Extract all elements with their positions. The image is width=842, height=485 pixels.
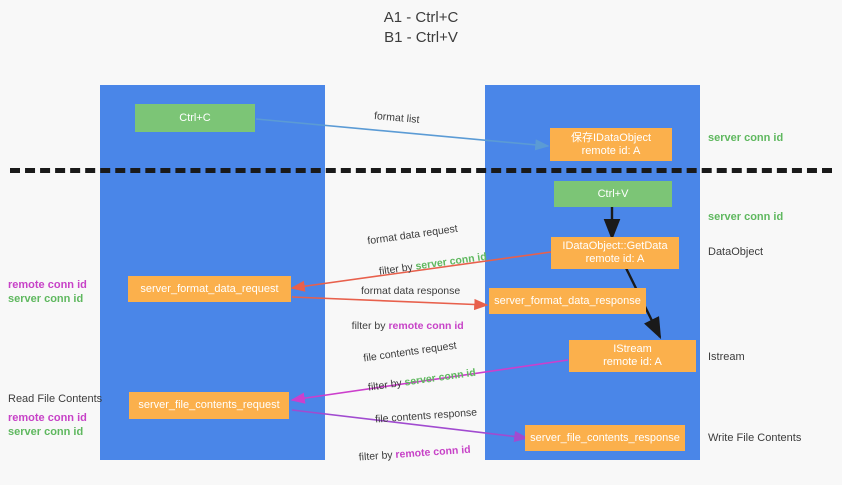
label-write-file-contents: Write File Contents <box>708 432 802 444</box>
box-idataobject-copy[interactable]: 保存IDataObject remote id: A <box>550 128 672 161</box>
box-server-format-data-request[interactable]: server_format_data_request <box>128 276 291 302</box>
label-server-conn-id-top: server conn id <box>708 132 784 144</box>
label-istream: Istream <box>708 351 745 363</box>
box-server-file-contents-response[interactable]: server_file_contents_response <box>525 425 685 451</box>
box-server-file-contents-request-label: server_file_contents_request <box>138 399 280 411</box>
caption-format-data-response-filter-prefix: filter by <box>351 320 389 332</box>
box-getdata-line1: IDataObject::GetData <box>562 240 668 252</box>
box-getdata[interactable]: IDataObject::GetData remote id: A <box>551 237 679 269</box>
left-conn-group-format: remote conn id server conn id <box>8 278 87 306</box>
caption-format-data-response-filter-value: remote conn id <box>388 320 464 332</box>
caption-file-contents-response-filter-value: remote conn id <box>395 443 471 461</box>
caption-format-data-response-filter: filter by remote conn id <box>340 305 464 347</box>
box-server-format-data-request-label: server_format_data_request <box>140 282 279 295</box>
left-server-conn-id-format: server conn id <box>8 293 84 305</box>
caption-file-contents-response-filter-prefix: filter by <box>358 448 396 464</box>
box-ctrl-v[interactable]: Ctrl+V <box>554 181 672 207</box>
caption-format-list: format list <box>373 110 420 126</box>
box-istream[interactable]: IStream remote id: A <box>569 340 696 372</box>
phase-divider <box>10 168 832 173</box>
box-idataobject-copy-line2: remote id: A <box>581 144 641 157</box>
left-remote-conn-id-format: remote conn id <box>8 279 87 291</box>
box-idataobject-copy-line1: 保存IDataObject <box>570 131 652 144</box>
caption-format-data-request-filter-value: server conn id <box>414 250 488 273</box>
left-server-conn-id-file: server conn id <box>8 426 84 438</box>
box-ctrl-v-line1: Ctrl+V <box>597 187 629 200</box>
caption-file-contents-request-filter-prefix: filter by <box>367 376 406 394</box>
box-istream-line1: IStream <box>613 343 652 355</box>
caption-format-data-request-filter-prefix: filter by <box>378 260 417 278</box>
box-server-format-data-response-label: server_format_data_response <box>494 294 641 307</box>
box-server-file-contents-request[interactable]: server_file_contents_request <box>129 392 289 419</box>
label-dataobject: DataObject <box>708 246 764 258</box>
left-remote-conn-id-file: remote conn id <box>8 412 87 424</box>
label-server-conn-id-second: server conn id <box>708 211 784 223</box>
box-getdata-line2: remote id: A <box>585 253 645 265</box>
box-ctrl-c[interactable]: Ctrl+C <box>135 104 255 132</box>
box-server-format-data-response[interactable]: server_format_data_response <box>489 288 646 314</box>
caption-file-contents-response: file contents response <box>374 406 478 426</box>
page-title: A1 - Ctrl+C B1 - Ctrl+V <box>383 9 459 46</box>
caption-file-contents-request-filter-value: server conn id <box>403 366 477 389</box>
box-ctrl-c-line1: Ctrl+C <box>179 111 211 124</box>
box-istream-line2: remote id: A <box>603 356 662 368</box>
box-server-file-contents-response-label: server_file_contents_response <box>530 431 680 444</box>
caption-file-contents-response-filter: filter by remote conn id <box>346 429 472 480</box>
label-read-file-contents: Read File Contents <box>8 393 103 405</box>
left-conn-group-file: remote conn id server conn id <box>8 411 87 439</box>
caption-format-data-response: format data response <box>361 285 461 297</box>
